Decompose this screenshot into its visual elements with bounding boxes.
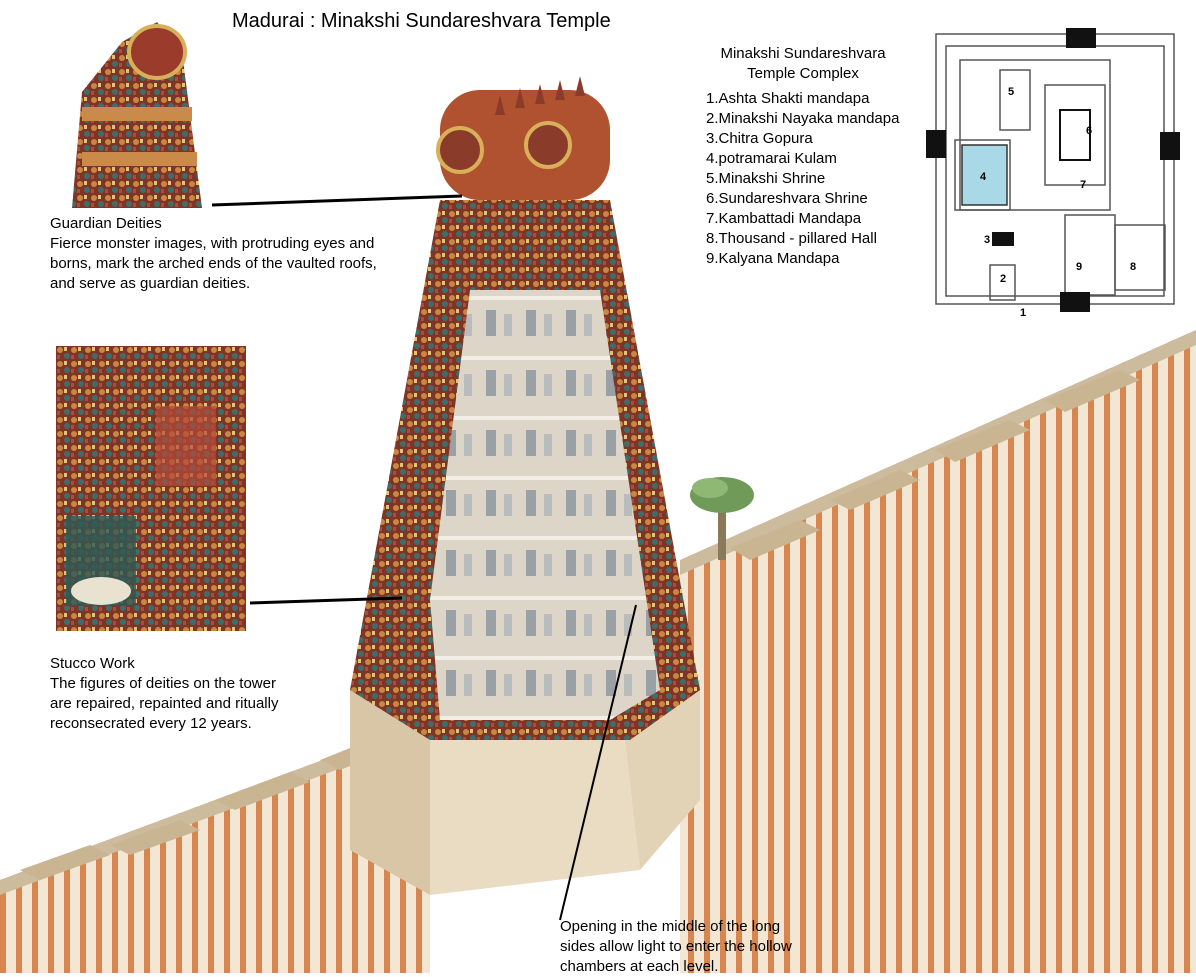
plan-title-line: Minakshi Sundareshvara [720, 45, 886, 62]
gopuram-tower [350, 76, 700, 740]
legend-item: 6.Sundareshvara Shrine [706, 190, 868, 207]
legend-item: 4.potramarai Kulam [706, 150, 837, 167]
guardian-line: Fierce monster images, with protruding e… [50, 235, 375, 252]
legend-item: 8.Thousand - pillared Hall [706, 230, 877, 247]
legend-item: 2.Minakshi Nayaka mandapa [706, 110, 900, 127]
plan-legend: 1.Ashta Shakti mandapa 2.Minakshi Nayaka… [706, 89, 899, 269]
stucco-work-caption: Stucco Work The figures of deities on th… [50, 654, 278, 734]
guardian-line: borns, mark the arched ends of the vault… [50, 255, 377, 272]
stucco-leader-line [249, 596, 403, 605]
plan-title-line: Temple Complex [747, 65, 859, 82]
stucco-work-photo [56, 346, 246, 631]
legend-item: 3.Chitra Gopura [706, 130, 813, 147]
opening-line: sides allow light to enter the hollow [560, 938, 792, 955]
page-title: Madurai : Minakshi Sundareshvara Temple [232, 10, 611, 32]
guardian-deities-caption: Guardian Deities Fierce monster images, … [50, 214, 377, 294]
stucco-line: The figures of deities on the tower [50, 675, 276, 692]
guardian-deities-photo [62, 12, 212, 208]
legend-item: 9.Kalyana Mandapa [706, 250, 840, 267]
stucco-heading: Stucco Work [50, 655, 135, 672]
opening-line: chambers at each level. [560, 958, 719, 975]
legend-item: 7.Kambattadi Mandapa [706, 210, 862, 227]
stucco-line: reconsecrated every 12 years. [50, 715, 252, 732]
guardian-heading: Guardian Deities [50, 215, 162, 232]
opening-line: Opening in the middle of the long [560, 918, 781, 935]
opening-caption: Opening in the middle of the long sides … [560, 917, 792, 977]
plan-title: Minakshi Sundareshvara Temple Complex [708, 44, 898, 84]
palm-tree [690, 477, 754, 560]
stucco-line: are repaired, repainted and ritually [50, 695, 279, 712]
legend-item: 1.Ashta Shakti mandapa [706, 90, 870, 107]
legend-item: 5.Minakshi Shrine [706, 170, 826, 187]
guardian-leader-line [211, 194, 463, 207]
right-wall [680, 330, 1196, 973]
guardian-line: and serve as guardian deities. [50, 275, 251, 292]
opening-leader-line [559, 604, 637, 921]
